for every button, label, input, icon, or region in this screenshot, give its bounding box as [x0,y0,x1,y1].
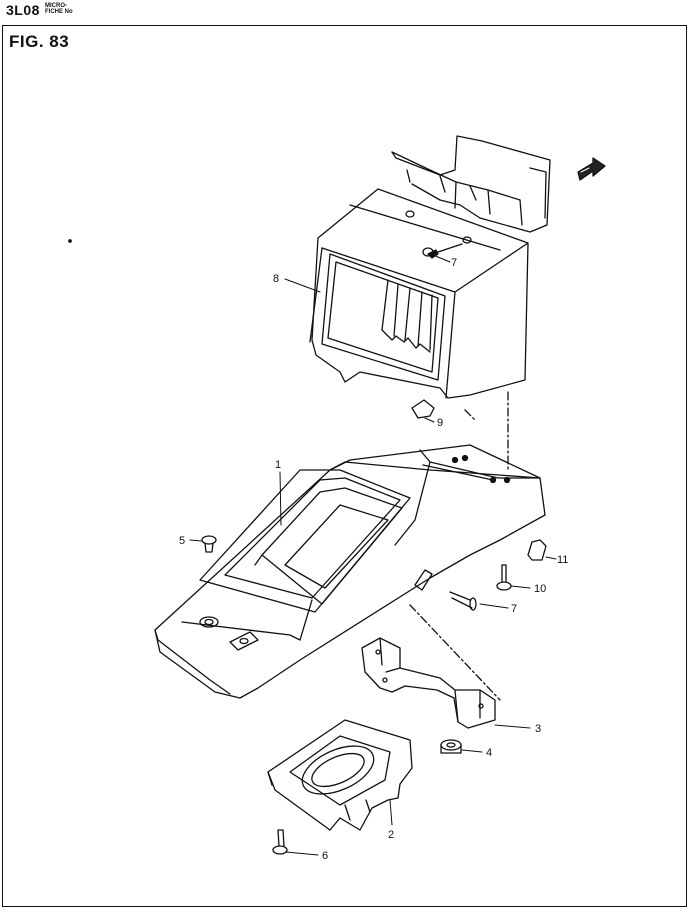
clip-screw-part-10 [496,564,512,591]
callout-10: 10 [534,583,546,595]
figure-frame [2,25,687,907]
alignment-lines [409,391,509,701]
nut-part-4 [440,739,462,754]
callout-7-upper: 7 [451,257,457,269]
plate-part-2 [267,719,413,831]
screw-part-7-lower [449,591,477,611]
figure-number: FIG. 83 [9,32,70,51]
callout-11: 11 [557,554,568,566]
console-panel-part-1 [154,444,546,699]
callout-3: 3 [535,723,541,735]
callout-8: 8 [273,273,279,285]
clip-part-9 [411,399,435,419]
callout-9: 9 [437,417,443,429]
front-direction-arrow-icon [577,157,606,181]
screw-part-7-upper [422,247,434,257]
callout-4: 4 [486,747,492,759]
microfiche-label-line1: MICRO- [45,3,67,9]
screw-part-5 [201,535,217,553]
bracket-part-3 [361,637,496,729]
screw-part-6 [272,829,288,855]
microfiche-code: 3L08 [6,2,40,18]
callout-labels: 1 2 3 4 5 6 7 7 8 9 10 11 [179,257,568,862]
microfiche-label: MICRO- FICHE No [45,3,73,15]
microfiche-label-line2: FICHE No [45,9,73,15]
grommet-part-11 [527,539,547,561]
upper-duct-part [391,135,551,233]
callout-6: 6 [322,850,328,862]
leader-lines [189,254,557,856]
callout-5: 5 [179,535,185,547]
stray-mark [68,239,72,243]
callout-7-lower: 7 [511,603,517,615]
callout-2: 2 [388,829,394,841]
housing-part-8 [309,188,529,399]
callout-1: 1 [275,459,281,471]
